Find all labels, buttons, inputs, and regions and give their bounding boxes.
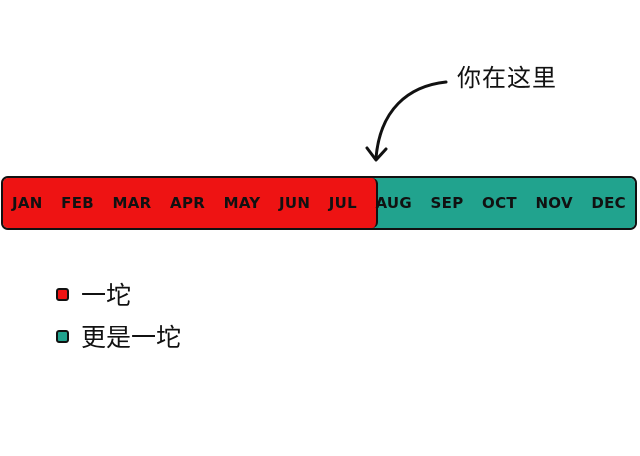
you-are-here-label: 你在这里	[457, 64, 557, 92]
month-label-may: MAY	[223, 193, 261, 212]
legend-label: 更是一坨	[81, 323, 182, 352]
legend-item: 一坨	[56, 276, 181, 312]
legend-swatch	[56, 287, 69, 301]
month-labels: JAN FEB MAR APR MAY JUN JUL AUG SEP OCT NOV DEC	[3, 178, 635, 228]
year-timeline-bar: JAN FEB MAR APR MAY JUN JUL AUG SEP OCT NOV DEC	[1, 176, 637, 230]
month-label-oct: OCT	[482, 193, 517, 212]
you-are-here-arrow-icon	[365, 80, 448, 162]
timeline-progress-segment	[3, 178, 378, 228]
month-label-apr: APR	[170, 193, 206, 212]
legend: 一坨更是一坨	[56, 276, 181, 360]
legend-item: 更是一坨	[56, 318, 181, 354]
month-label-mar: MAR	[112, 193, 152, 212]
legend-swatch	[56, 329, 69, 343]
month-label-jun: JUN	[279, 193, 311, 212]
month-label-aug: AUG	[375, 193, 413, 212]
month-label-nov: NOV	[535, 193, 573, 212]
month-label-dec: DEC	[591, 193, 626, 212]
month-label-feb: FEB	[61, 193, 94, 212]
month-label-jul: JUL	[328, 193, 357, 212]
month-label-sep: SEP	[430, 193, 464, 212]
legend-label: 一坨	[81, 281, 132, 310]
month-label-jan: JAN	[12, 193, 43, 212]
